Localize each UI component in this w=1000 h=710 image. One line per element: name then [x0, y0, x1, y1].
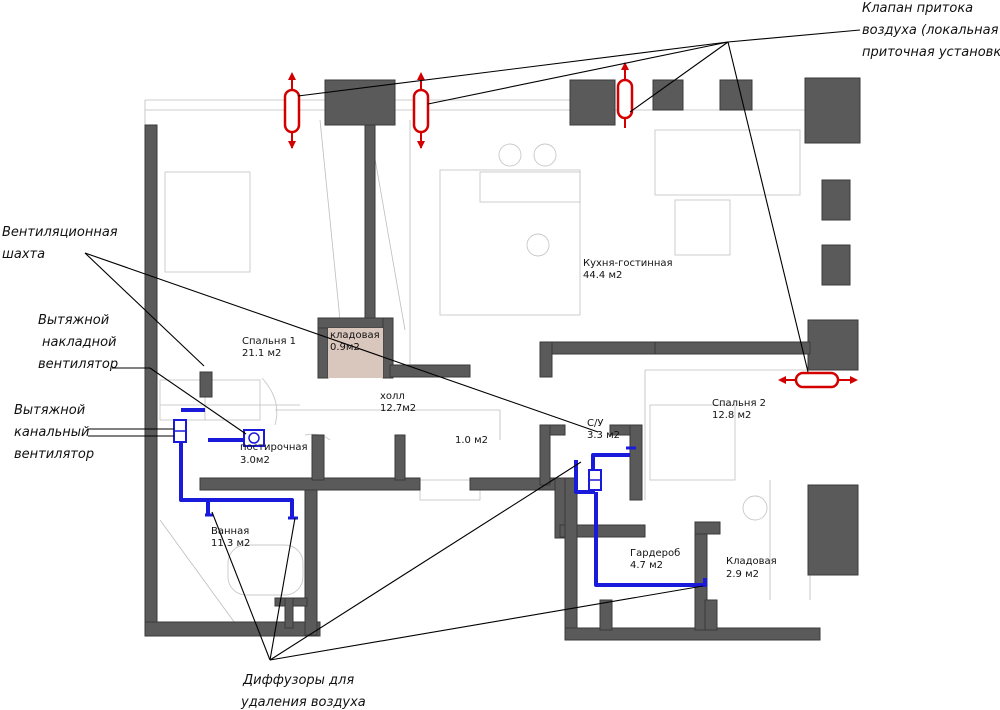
label-bathroom-area: 11.3 м2 — [211, 538, 250, 549]
label-storage1-area: 0.9м2 — [330, 342, 360, 353]
label-hall-area: 12.7м2 — [380, 403, 416, 414]
label-corridor-area: 1.0 м2 — [455, 435, 488, 446]
callout-diffusers-line1: Диффузоры для — [242, 673, 354, 688]
callout-diffusers: Диффузоры для удаления воздуха — [240, 673, 366, 710]
callout-diffusers-line2: удаления воздуха — [240, 695, 366, 710]
exhaust-ducts — [179, 408, 707, 587]
callout-surface-fan-line2: накладной — [42, 335, 116, 350]
callout-vent-shaft-line1: Вентиляционная — [2, 225, 118, 240]
callout-vent-shaft: Вентиляционная шахта — [2, 225, 118, 262]
callout-surface-fan-line1: Вытяжной — [38, 313, 109, 328]
label-bedroom2-area: 12.8 м2 — [712, 410, 751, 421]
wc-duct-fan — [588, 469, 602, 491]
callout-supply-valve-line3: приточная установка) — [862, 45, 1000, 60]
callout-surface-fan-line3: вентилятор — [38, 357, 118, 372]
label-wc-name: С/У — [587, 418, 603, 429]
air-diffusers — [205, 446, 636, 520]
label-storage2-name: Кладовая — [726, 556, 777, 567]
room-labels: Кухня-гостинная 44.4 м2 Спальня 1 21.1 м… — [211, 258, 777, 580]
label-storage2-area: 2.9 м2 — [726, 569, 759, 580]
surface-fan — [243, 429, 265, 447]
label-laundry-area: 3.0м2 — [240, 455, 270, 466]
label-bedroom1-name: Спальня 1 — [242, 336, 296, 347]
label-kitchen-area: 44.4 м2 — [583, 270, 622, 281]
label-laundry-name: постирочная — [240, 442, 308, 453]
label-storage1-name: кладовая — [330, 330, 380, 341]
label-kitchen-name: Кухня-гостинная — [583, 258, 673, 269]
label-hall-name: холл — [380, 391, 405, 402]
callout-vent-shaft-line2: шахта — [2, 247, 45, 262]
label-bathroom-name: Ванная — [211, 526, 249, 537]
callout-surface-fan: Вытяжной накладной вентилятор — [38, 313, 118, 372]
leader-lines — [84, 29, 861, 661]
walls — [144, 77, 861, 641]
callout-duct-fan-line2: канальный — [14, 425, 89, 440]
callout-duct-fan-line3: вентилятор — [14, 447, 94, 462]
furniture — [159, 129, 801, 596]
duct-fan — [173, 419, 187, 443]
label-bedroom2-name: Спальня 2 — [712, 398, 766, 409]
thin-plan-lines — [144, 99, 860, 631]
callout-supply-valve-line2: воздуха (локальная — [862, 23, 999, 38]
callout-duct-fan-line1: Вытяжной — [14, 403, 85, 418]
label-bedroom1-area: 21.1 м2 — [242, 348, 281, 359]
label-wardrobe-area: 4.7 м2 — [630, 560, 663, 571]
callout-supply-valve-line1: Клапан притока — [862, 1, 973, 16]
callout-supply-valve: Клапан притока воздуха (локальная приточ… — [862, 1, 1000, 60]
label-wc-area: 3.3 м2 — [587, 430, 620, 441]
supply-valves — [283, 62, 858, 389]
label-wardrobe-name: Гардероб — [630, 548, 680, 559]
callout-duct-fan: Вытяжной канальный вентилятор — [14, 403, 94, 462]
